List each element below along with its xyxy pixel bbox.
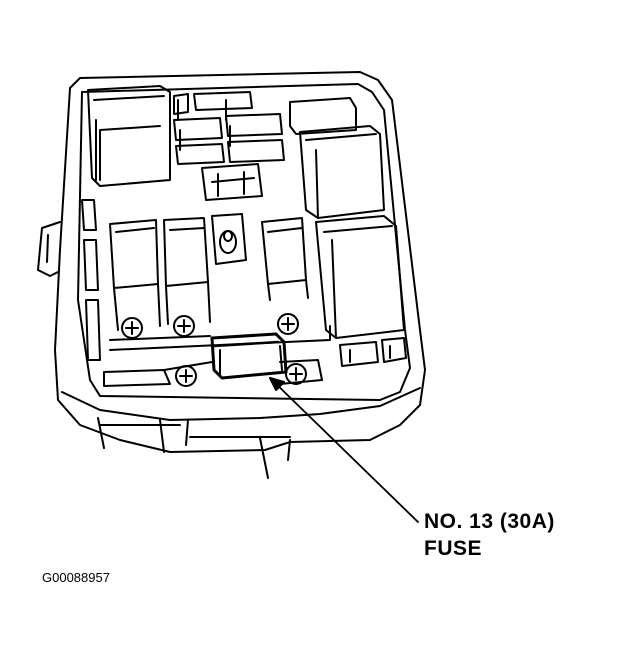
- mini-fuse-4: [226, 114, 282, 136]
- relay-top-right-small: [290, 98, 356, 134]
- terminal-screw-5: [286, 364, 306, 384]
- mini-fuse-3: [174, 118, 222, 140]
- side-tab: [38, 222, 60, 276]
- housing-skirt: [62, 388, 420, 420]
- terminal-screw-2: [174, 316, 194, 336]
- mini-fuse-6: [228, 140, 284, 162]
- relay-top-left: [88, 86, 170, 186]
- fuse-box-rim: [78, 84, 410, 400]
- mini-fuse-5: [176, 144, 224, 164]
- leader-line: [270, 378, 418, 522]
- left-wall-slots: [82, 200, 100, 360]
- bus-bar: [104, 326, 330, 386]
- relay-right-lower: [316, 216, 404, 338]
- terminal-screw-4: [176, 366, 196, 386]
- bulb-socket: [212, 214, 246, 264]
- mini-fuse-2: [194, 92, 252, 110]
- fuse-box-housing: [55, 72, 425, 452]
- figure-id: G00088957: [42, 570, 110, 585]
- callout-line-fuse-number: NO. 13 (30A): [424, 510, 555, 533]
- small-connector: [202, 164, 262, 200]
- terminal-screw-1: [122, 318, 142, 338]
- leader-arrowhead: [270, 378, 284, 390]
- relay-top-right-large: [300, 126, 384, 218]
- fuse-no-13: [212, 334, 286, 378]
- housing-skirt-lower: [98, 418, 290, 478]
- terminal-screw-3: [278, 314, 298, 334]
- fuse-callout-label: NO. 13 (30A) FUSE: [424, 508, 555, 562]
- callout-line-fuse: FUSE: [424, 537, 483, 560]
- mini-fuse-1: [174, 94, 188, 114]
